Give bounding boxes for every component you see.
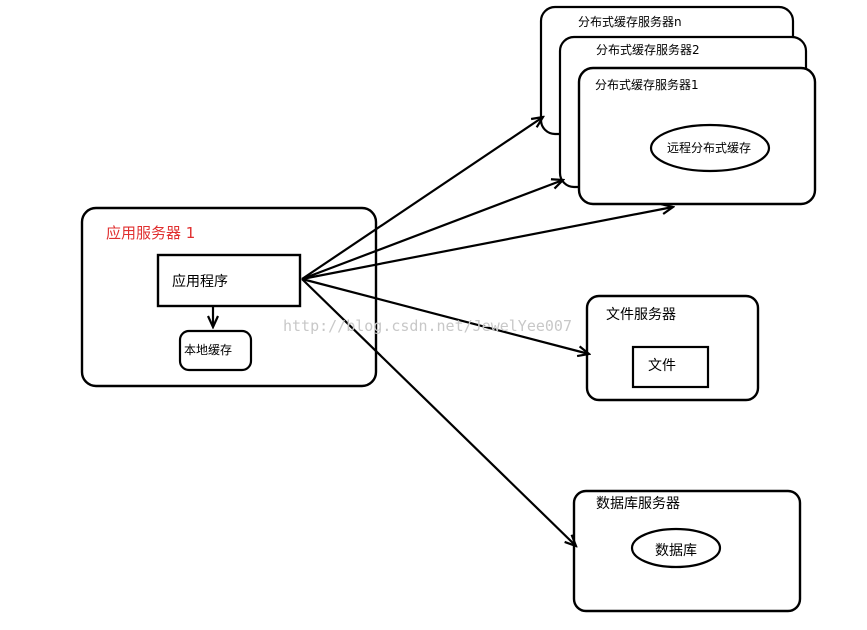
arrow-to-cache-server-2 (301, 180, 563, 281)
distributed-cache-server-1-border (577, 66, 817, 206)
database-ellipse (630, 527, 722, 569)
app-program-label: 应用程序 (172, 273, 228, 290)
arrow-to-database-server (301, 278, 576, 546)
local-cache-box: 本地缓存 (178, 329, 253, 372)
app-program-box: 应用程序 (156, 253, 302, 308)
file-inner-border (631, 345, 710, 389)
remote-cache-label: 远程分布式缓存 (667, 140, 751, 155)
distributed-cache-server-1-label: 分布式缓存服务器1 (595, 77, 699, 92)
file-server-box: 文件服务器 文件 (585, 294, 760, 402)
app-server-box: 应用服务器 1 (80, 206, 378, 388)
distributed-cache-server-n-label: 分布式缓存服务器n (578, 14, 682, 29)
local-cache-label: 本地缓存 (184, 343, 232, 357)
file-server-label: 文件服务器 (606, 307, 676, 323)
arrow-to-file-server (301, 277, 589, 354)
watermark-text: http://blog.csdn.net/JewelYee007 (283, 317, 572, 335)
app-server-label: 应用服务器 1 (106, 224, 195, 242)
app-server-border (80, 206, 378, 388)
database-server-box: 数据库服务器 数据库 (572, 489, 802, 613)
distributed-cache-server-1: 分布式缓存服务器1 远程分布式缓存 (577, 66, 817, 206)
local-cache-border (178, 329, 253, 372)
app-program-border (156, 253, 302, 308)
database-server-border (572, 489, 802, 613)
arrow-to-cache-server-n (301, 117, 543, 280)
remote-cache-ellipse (649, 123, 771, 173)
arrow-to-cache-server-1 (301, 207, 673, 281)
database-server-label: 数据库服务器 (596, 496, 680, 512)
file-label: 文件 (648, 358, 676, 374)
distributed-cache-server-2-label: 分布式缓存服务器2 (596, 42, 700, 57)
database-label: 数据库 (655, 543, 697, 559)
